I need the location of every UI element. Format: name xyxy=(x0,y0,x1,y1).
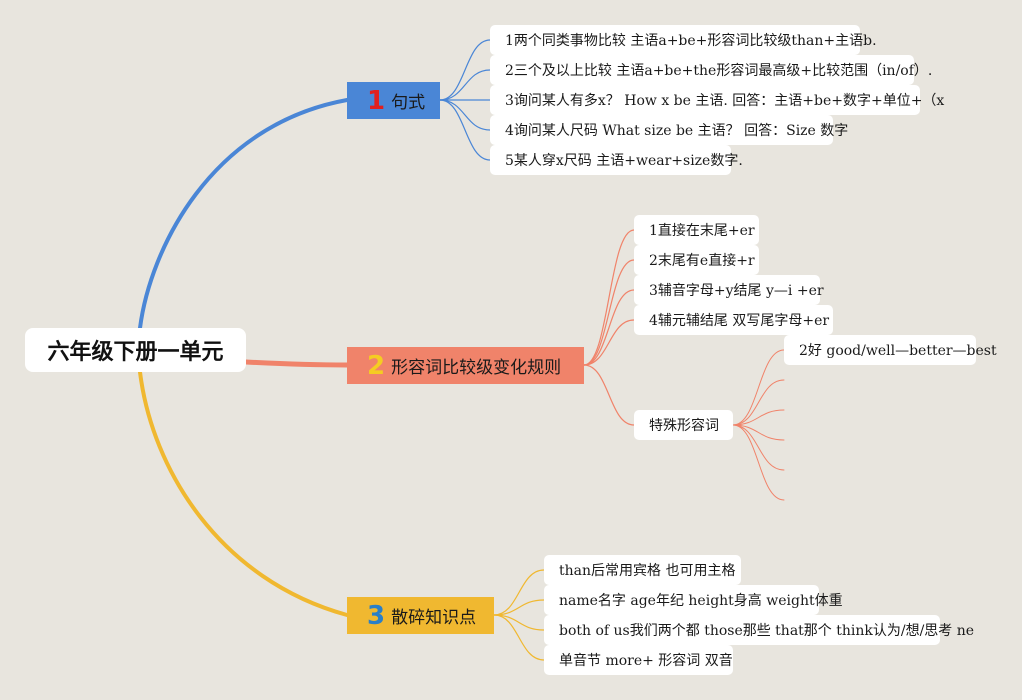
special-leaf-line-5 xyxy=(732,424,785,471)
root-node[interactable]: 六年级下册一单元 xyxy=(25,328,246,372)
branch-1-leaf-line-4 xyxy=(439,99,491,131)
special-leaf-line-3 xyxy=(732,409,785,426)
leaf-rule-1[interactable]: 1直接在末尾+er xyxy=(634,215,759,245)
special-leaf-line-6 xyxy=(732,424,785,501)
branch-label-1: 句式 xyxy=(391,93,426,113)
branch-number-3: 3 xyxy=(367,600,386,631)
leaf-sentence-2[interactable]: 2三个及以上比较 主语a+be+the形容词最高级+比较范围（in/of）. xyxy=(490,55,932,85)
branch-3-leaf-line-3 xyxy=(493,614,545,631)
leaf-special-adjectives[interactable]: 特殊形容词 xyxy=(634,410,733,440)
branch-misc-knowledge[interactable]: 3 散碎知识点 xyxy=(347,597,494,634)
special-leaf-line-4 xyxy=(732,424,785,441)
root-to-branch-3-line xyxy=(138,370,349,617)
leaf-special-good[interactable]: 2好 good/well—better—best xyxy=(784,335,997,365)
leaf-misc-2[interactable]: name名字 age年纪 height身高 weight体重 xyxy=(544,585,843,615)
branch-number-2: 2 xyxy=(367,350,386,381)
branch-sentence-patterns[interactable]: 1 句式 xyxy=(347,82,440,119)
leaf-sentence-5[interactable]: 5某人穿x尺码 主语+wear+size数字. xyxy=(490,145,743,175)
leaf-sentence-3[interactable]: 3询问某人有多x？ How x be 主语. 回答：主语+be+数字+单位+（x xyxy=(490,85,944,115)
leaf-misc-1[interactable]: than后常用宾格 也可用主格 xyxy=(544,555,741,585)
special-leaf-line-2 xyxy=(732,379,785,426)
branch-number-1: 1 xyxy=(367,85,386,116)
leaf-rule-4[interactable]: 4辅元辅结尾 双写尾字母+er xyxy=(634,305,833,335)
branch-2-leaf-line-5 xyxy=(583,364,635,426)
branch-2-leaf-line-4 xyxy=(583,319,635,366)
leaf-misc-4[interactable]: 单音节 more+ 形容词 双音 xyxy=(544,645,733,675)
branch-3-leaf-line-2 xyxy=(493,599,545,616)
root-label: 六年级下册一单元 xyxy=(47,340,224,365)
leaf-misc-3[interactable]: both of us我们两个都 those那些 that那个 think认为/想… xyxy=(544,615,974,645)
leaf-sentence-1[interactable]: 1两个同类事物比较 主语a+be+形容词比较级than+主语b. xyxy=(490,25,877,55)
branch-3-leaf-line-1 xyxy=(493,569,545,616)
branch-comparative-rules[interactable]: 2 形容词比较级变化规则 xyxy=(347,347,584,384)
branch-label-2: 形容词比较级变化规则 xyxy=(391,358,562,378)
leaf-rule-2[interactable]: 2末尾有e直接+r xyxy=(634,245,759,275)
branch-2-leaf-line-3 xyxy=(583,289,635,366)
branch-label-3: 散碎知识点 xyxy=(391,608,477,628)
branch-3-leaf-line-4 xyxy=(493,614,545,661)
branch-2-leaf-line-1 xyxy=(583,229,635,366)
branch-1-leaf-line-2 xyxy=(439,69,491,101)
leaf-sentence-4[interactable]: 4询问某人尺码 What size be 主语？ 回答：Size 数字 xyxy=(490,115,848,145)
special-leaf-line-1 xyxy=(732,349,785,426)
branch-1-leaf-line-1 xyxy=(439,39,491,101)
leaf-rule-3[interactable]: 3辅音字母+y结尾 y—i +er xyxy=(634,275,824,305)
root-to-branch-2-line xyxy=(243,359,350,368)
root-to-branch-1-line xyxy=(138,98,349,330)
branch-2-leaf-line-2 xyxy=(583,259,635,366)
branch-1-leaf-line-5 xyxy=(439,99,491,161)
